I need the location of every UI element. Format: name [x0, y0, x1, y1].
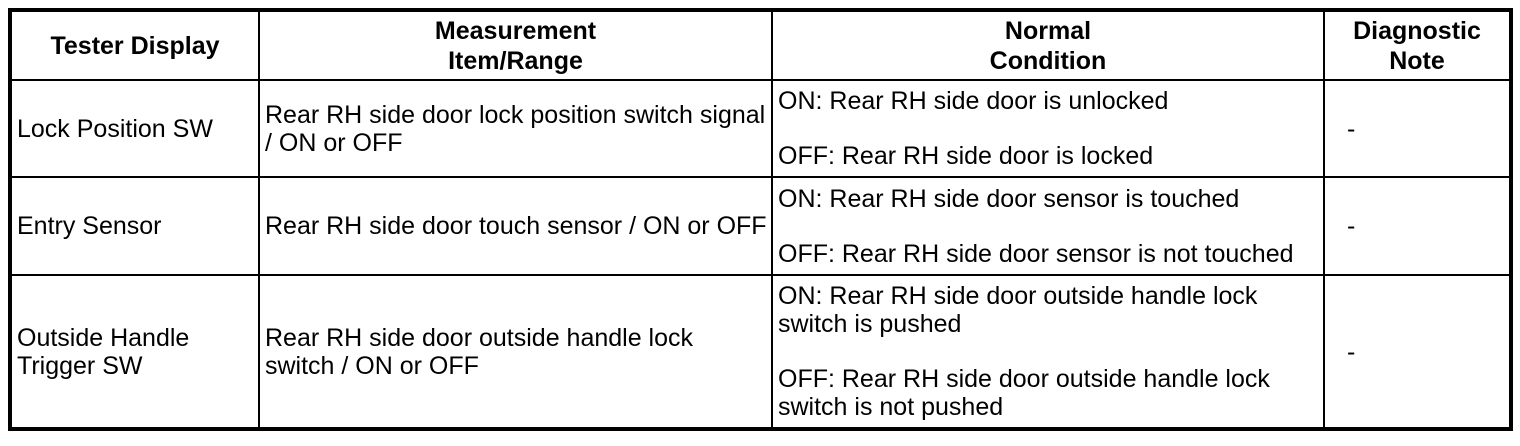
measurement-item-cell: Rear RH side door touch sensor / ON or O…	[258, 176, 771, 274]
diagnostic-note-value: -	[1347, 337, 1356, 366]
measurement-item-cell: Rear RH side door lock position switch s…	[258, 79, 771, 176]
diagnostic-note-cell: -	[1323, 176, 1509, 274]
normal-condition-cell: ON: Rear RH side door is unlocked OFF: R…	[771, 79, 1323, 176]
column-header-label: Normal Condition	[989, 16, 1107, 75]
diagnostic-note-cell: -	[1323, 79, 1509, 176]
tester-display-cell: Lock Position SW	[12, 79, 258, 176]
normal-condition-cell: ON: Rear RH side door sensor is touched …	[771, 176, 1323, 274]
tester-display-value: Entry Sensor	[17, 212, 162, 240]
column-header-diagnostic-note: Diagnostic Note	[1323, 12, 1509, 79]
tester-display-cell: Entry Sensor	[12, 176, 258, 274]
column-header-label: Measurement Item/Range	[434, 16, 597, 75]
measurement-item-value: Rear RH side door outside handle lock sw…	[265, 323, 694, 380]
normal-condition-on: ON: Rear RH side door is unlocked	[778, 87, 1169, 115]
diagnostic-note-value: -	[1347, 212, 1356, 240]
tester-display-cell: Outside Handle Trigger SW	[12, 274, 258, 427]
normal-condition-on: ON: Rear RH side door sensor is touched	[778, 184, 1240, 213]
measurement-item-cell: Rear RH side door outside handle lock sw…	[258, 274, 771, 427]
tester-display-value: Lock Position SW	[17, 114, 213, 143]
column-header-measurement-item-range: Measurement Item/Range	[258, 12, 771, 79]
normal-condition-off: OFF: Rear RH side door sensor is not tou…	[778, 239, 1294, 268]
column-header-label: Tester Display	[50, 31, 220, 60]
tester-display-value: Outside Handle Trigger SW	[17, 323, 190, 380]
diagnostic-note-value: -	[1347, 114, 1356, 143]
diagnostic-note-cell: -	[1323, 274, 1509, 427]
normal-condition-off: OFF: Rear RH side door is locked	[778, 142, 1154, 170]
normal-condition-on: ON: Rear RH side door outside handle loc…	[778, 282, 1258, 338]
measurement-item-value: Rear RH side door lock position switch s…	[265, 100, 766, 157]
column-header-normal-condition: Normal Condition	[771, 12, 1323, 79]
column-header-tester-display: Tester Display	[12, 12, 258, 79]
normal-condition-off: OFF: Rear RH side door outside handle lo…	[778, 365, 1270, 421]
measurement-item-value: Rear RH side door touch sensor / ON or O…	[265, 212, 767, 240]
column-header-label: Diagnostic Note	[1353, 16, 1481, 75]
diagnostic-data-table: Tester Display Measurement Item/Range No…	[8, 8, 1513, 431]
normal-condition-cell: ON: Rear RH side door outside handle loc…	[771, 274, 1323, 427]
